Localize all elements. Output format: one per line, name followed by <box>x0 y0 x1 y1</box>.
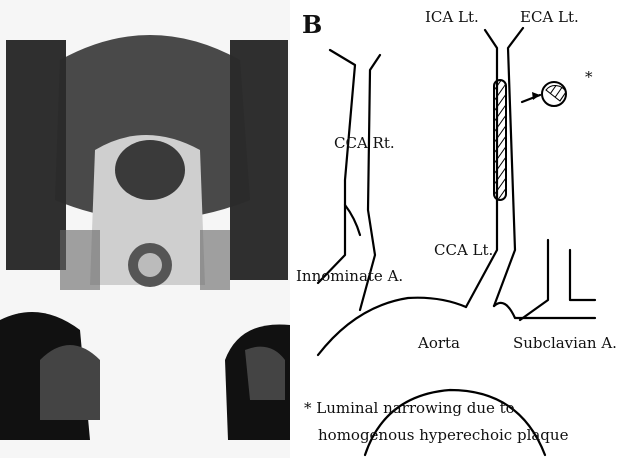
label-cca-lt: CCA Lt. <box>434 241 493 259</box>
footnote-line-1: * Luminal narrowing due to <box>304 399 515 417</box>
plaque-marker: * <box>585 68 593 86</box>
label-cca-rt: CCA Rt. <box>334 134 395 152</box>
footnote-line-2: homogenous hyperechoic plaque <box>318 426 569 444</box>
angiography-image <box>0 0 290 458</box>
label-innominate: Innominate A. <box>296 267 403 285</box>
label-ica-lt: ICA Lt. <box>425 8 479 26</box>
label-aorta: Aorta <box>417 334 460 352</box>
subclavian-left-wall <box>520 240 548 320</box>
vessel-diagram: B * ICA Lt. ECA Lt. CCA Rt. CCA Lt. In <box>296 8 617 455</box>
label-subclavian: Subclavian A. <box>513 334 617 352</box>
cross-section-icon <box>542 82 566 106</box>
cca-lt-left-wall <box>466 30 497 307</box>
cca-rt-left-wall <box>318 50 355 283</box>
cca-rt-branch <box>345 205 360 235</box>
subclavian-right-wall <box>570 250 595 300</box>
plaque-hatched <box>494 80 506 200</box>
panel-label: B <box>302 10 322 39</box>
label-eca-lt: ECA Lt. <box>520 8 579 26</box>
